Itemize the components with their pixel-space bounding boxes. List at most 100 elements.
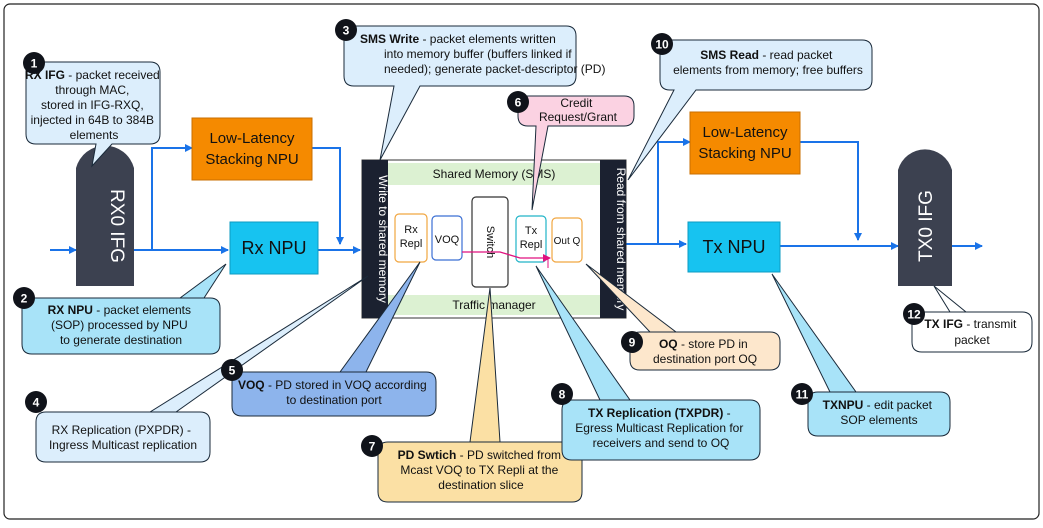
- callout-5-line1: VOQ - PD stored in VOQ according: [238, 378, 427, 392]
- rx0-ifg-label: RX0 IFG: [106, 189, 127, 263]
- shared-memory-label: Shared Memory (SMS): [433, 167, 556, 181]
- svg-text:VOQ - PD stored in VOQ accordi: VOQ - PD stored in VOQ according to dest…: [238, 378, 430, 407]
- stacking-npu-right-line1: Low-Latency: [702, 124, 788, 141]
- tx-npu-block: [687, 221, 781, 273]
- callout-7-badge: [361, 435, 383, 457]
- flow-arrows: [50, 138, 983, 254]
- callout-10-number: 10: [655, 38, 669, 52]
- callout-12-badge: [903, 303, 925, 325]
- rx-repl-line2: Repl: [400, 238, 423, 250]
- stacking-to-sms-arrow: [312, 147, 344, 245]
- callout-6-line1: Credit: [560, 96, 593, 110]
- tx0-ifg-block: [898, 149, 952, 286]
- svg-text:RX Replication (PXPDR) - I: RX Replication (PXPDR) - Ingress Multica…: [49, 423, 197, 452]
- callout-11-number: 11: [796, 388, 809, 402]
- traffic-manager-label: Traffic manager: [452, 298, 535, 312]
- stacking-npu-left-line2: Stacking NPU: [205, 151, 298, 168]
- stacking-npu-right-line2: Stacking NPU: [698, 145, 791, 162]
- callout-7-line2: Mcast VOQ to TX Repli at the: [400, 463, 558, 477]
- svg-text:OQ - store PD in destinati: OQ - store PD in destination port OQ: [653, 337, 757, 366]
- callout-1-number: 1: [31, 57, 38, 71]
- callout-7-line3: destination slice: [438, 478, 524, 492]
- callout-10-line1: SMS Read - read packet: [700, 48, 833, 62]
- callout-rest-text: - packet received: [65, 68, 160, 82]
- rx-repl-line1: Rx: [404, 224, 418, 236]
- callout-rest-text: - read packet: [759, 48, 833, 62]
- callout-11-badge: [791, 383, 813, 405]
- callout-4-number: 4: [33, 396, 40, 410]
- svg-text:Credit Request/Grant: Credit Request/Grant: [539, 96, 618, 124]
- callout-4-bubble: [35, 275, 369, 463]
- diagram-border: [3, 3, 1040, 520]
- callout-8-badge: [551, 383, 573, 405]
- callout-9-badge: [621, 331, 643, 353]
- ifg-to-stacking-arrow: [151, 144, 193, 250]
- stacking-npu-right-block: [689, 111, 801, 175]
- callout-6-badge: [507, 91, 529, 113]
- callout-10-badge: [651, 33, 673, 55]
- callout-5-line2: to destination port: [286, 393, 382, 407]
- callout-2-line1: RX NPU - packet elements: [48, 303, 191, 317]
- callout-bold-term: VOQ: [238, 378, 265, 392]
- callout-3-line1: SMS Write - packet elements written: [360, 32, 556, 46]
- voq-label: VOQ: [435, 234, 460, 246]
- sms-to-stacking-arrow: [657, 138, 691, 244]
- read-bar-label: Read from shared memory: [614, 168, 628, 311]
- callout-4-line1: RX Replication (PXPDR) -: [52, 423, 191, 437]
- callout-bold-term: TX Replication (TXPDR): [588, 406, 723, 420]
- callout-bold-term: TXNPU: [823, 398, 864, 412]
- callout-7-line1: PD Swtich - PD switched from: [398, 448, 561, 462]
- callout-8-line2: Egress Multicast Replication for: [575, 421, 743, 435]
- callout-2-line3: to generate destination: [60, 333, 182, 347]
- callout-rest-text: - packet elements: [93, 303, 191, 317]
- callout-rest-text: - PD switched from: [456, 448, 561, 462]
- voq-box: [431, 215, 463, 261]
- stacking-npu-left-block: [191, 117, 313, 181]
- callout-3-number: 3: [343, 24, 350, 38]
- svg-text:TX IFG - transmit packet: TX IFG - transmit packet: [924, 317, 1019, 347]
- callout-rest-text: - packet elements written: [419, 32, 556, 46]
- traffic-manager-band: [388, 295, 600, 315]
- tx-repl-line2: Repl: [520, 239, 543, 251]
- callout-rest-text: -: [723, 406, 730, 420]
- pd-path-line: [462, 251, 551, 262]
- switch-box: [471, 196, 509, 288]
- callout-9-line1: OQ - store PD in: [659, 337, 748, 351]
- callout-bold-term: SMS Read: [700, 48, 759, 62]
- callout-2-badge: [13, 287, 35, 309]
- callout-4-line2: Ingress Multicast replication: [49, 438, 197, 452]
- callout-rest-text: - transmit: [963, 317, 1017, 331]
- stacking-to-tx-arrow: [800, 141, 862, 241]
- callout-10-line2: elements from memory; free buffers: [673, 63, 863, 77]
- out-q-label: Out Q: [554, 236, 581, 247]
- write-bar-label: Write to shared memory: [376, 175, 390, 303]
- callout-rest-text: - store PD in: [678, 337, 748, 351]
- write-bar: [362, 160, 388, 318]
- out-q-box: [551, 217, 583, 263]
- callout-11-line1: TXNPU - edit packet: [823, 398, 933, 412]
- tx-npu-label: Tx NPU: [703, 237, 766, 257]
- callout-bold-term: TX IFG: [924, 317, 963, 331]
- svg-text:TX Replication (TXPDR) - E: TX Replication (TXPDR) - Egress Multicas…: [575, 406, 746, 450]
- callout-8-line1: TX Replication (TXPDR) -: [588, 406, 731, 420]
- callout-7-number: 7: [369, 440, 376, 454]
- svg-text:RX IFG - packet received t: RX IFG - packet received through MAC, st…: [25, 68, 163, 142]
- callout-bold-term: OQ: [659, 337, 678, 351]
- rx-repl-box: [394, 213, 428, 263]
- svg-text:SMS Read - read packet ele: SMS Read - read packet elements from mem…: [673, 48, 863, 77]
- rx-npu-block: [229, 221, 319, 275]
- rx0-ifg-block: [76, 145, 134, 286]
- callout-4-badge: [25, 391, 47, 413]
- callout-2-number: 2: [21, 292, 28, 306]
- tx0-ifg-label: TX0 IFG: [916, 190, 937, 262]
- callout-6-number: 6: [515, 96, 522, 110]
- callout-11-line2: SOP elements: [840, 413, 917, 427]
- svg-text:RX NPU - packet elements (: RX NPU - packet elements (SOP) processed…: [48, 303, 195, 347]
- callout-1-line2: through MAC,: [55, 83, 129, 97]
- callout-bold-term: SMS Write: [360, 32, 419, 46]
- shared-memory-band: [388, 163, 600, 185]
- tx-repl-line1: Tx: [525, 225, 538, 237]
- svg-text:PD Swtich - PD switched from: PD Swtich - PD switched from Mcast VOQ t…: [398, 448, 565, 492]
- callout-9-number: 9: [629, 336, 636, 350]
